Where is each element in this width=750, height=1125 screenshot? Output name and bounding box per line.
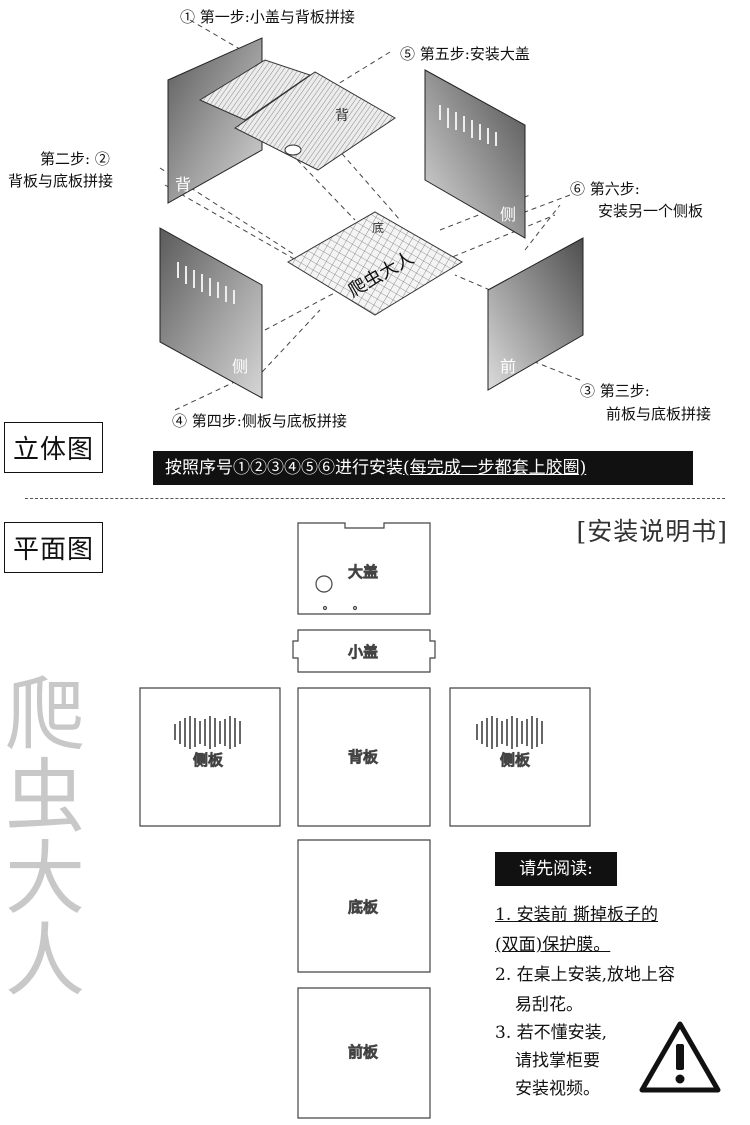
front-panel-3d: 前 xyxy=(487,237,584,391)
flat-back-label: 背板 xyxy=(348,748,378,766)
step3-label-line2: 前板与底板拼接 xyxy=(606,405,712,423)
flat-front: 前板 xyxy=(297,987,431,1119)
flat-side-right: 侧板 xyxy=(449,687,591,827)
flat-back: 背板 xyxy=(297,687,431,827)
exploded-view-diagram: 背 背 侧 侧 爬虫大人 底 xyxy=(159,19,584,411)
step3-label-line1: ③ 第三步: xyxy=(580,382,650,400)
flat-side-left-label: 侧板 xyxy=(193,751,223,769)
step5-label: ⑤ 第五步:安装大盖 xyxy=(400,45,530,63)
flat-side-left: 侧板 xyxy=(139,687,281,827)
section-divider xyxy=(25,498,725,499)
note-item1-line1: 1. 安装前 撕掉板子的 xyxy=(495,905,659,925)
step2-label-line2: 背板与底板拼接 xyxy=(8,172,114,190)
note-item3-line3: 安装视频。 xyxy=(515,1079,600,1099)
flat-big-lid-label: 大盖 xyxy=(348,563,378,581)
flat-pattern-diagram: 大盖 小盖 侧板 背板 xyxy=(139,522,591,1119)
assembly-order-note: (每完成一步都套上胶圈) xyxy=(403,458,587,478)
flat-bottom-label: 底板 xyxy=(348,898,378,916)
step4-label: ④ 第四步:侧板与底板拼接 xyxy=(172,412,347,430)
step1-label: ① 第一步:小盖与背板拼接 xyxy=(180,8,355,26)
step6-label-line1: ⑥ 第六步: xyxy=(570,180,640,198)
assembly-order-banner: 按照序号①②③④⑤⑥进行安装(每完成一步都套上胶圈) xyxy=(153,451,693,485)
back-panel-3d-label: 背 xyxy=(175,175,191,194)
front-panel-3d-label: 前 xyxy=(500,357,516,376)
side-panel-left-3d-label: 侧 xyxy=(232,357,248,376)
flat-big-lid: 大盖 xyxy=(297,522,431,615)
note-item3-line2: 请找掌柜要 xyxy=(515,1051,600,1071)
side-panel-right-3d: 侧 xyxy=(424,69,526,239)
flat-side-right-label: 侧板 xyxy=(500,751,530,769)
flat-front-label: 前板 xyxy=(348,1043,378,1061)
big-lid-3d-label: 背 xyxy=(335,108,349,124)
big-lid-3d: 背 xyxy=(234,71,396,171)
base-panel-3d-small-label: 底 xyxy=(372,220,384,235)
side-panel-right-3d-label: 侧 xyxy=(500,205,516,224)
brand-watermark: 爬虫大人 xyxy=(0,672,85,1000)
base-panel-3d: 爬虫大人 底 xyxy=(287,211,463,316)
flat-small-lid-label: 小盖 xyxy=(348,643,378,661)
read-first-heading: 请先阅读: xyxy=(495,852,617,886)
flat-view-title: 平面图 xyxy=(4,522,104,573)
side-panel-left-3d: 侧 xyxy=(159,227,263,399)
assembly-order-main: 按照序号①②③④⑤⑥进行安装 xyxy=(165,458,403,478)
note-item3-line1: 3. 若不懂安装, xyxy=(495,1023,608,1043)
warning-triangle-icon xyxy=(639,1021,721,1093)
flat-small-lid: 小盖 xyxy=(292,629,436,673)
note-item2-line2: 易刮花。 xyxy=(515,995,583,1015)
manual-title: [安装说明书] xyxy=(576,517,728,546)
note-item2-line1: 2. 在桌上安装,放地上容 xyxy=(495,965,676,985)
step6-label-line2: 安装另一个侧板 xyxy=(598,202,704,220)
flat-bottom: 底板 xyxy=(297,839,431,973)
three-d-view-title: 立体图 xyxy=(4,422,104,473)
step2-label-line1: 第二步: ② xyxy=(40,150,110,168)
note-item1-line2: (双面)保护膜。 xyxy=(495,935,611,955)
